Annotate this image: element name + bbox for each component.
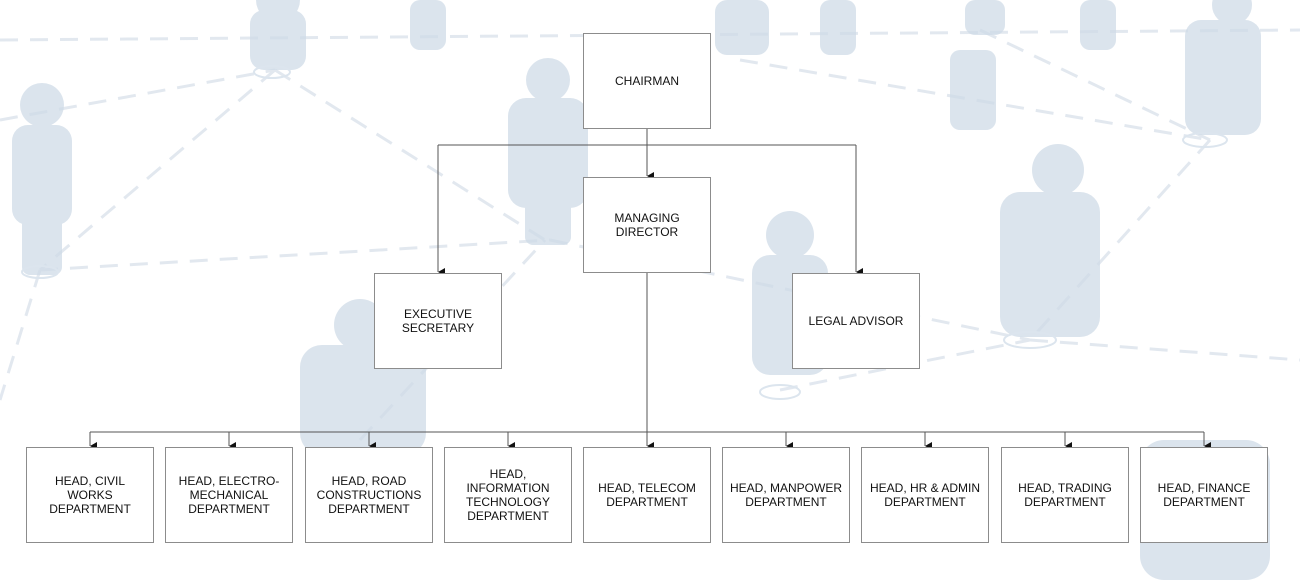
node-chairman-label: CHAIRMAN xyxy=(614,74,679,88)
node-executive-secretary: EXECUTIVE SECRETARY xyxy=(374,273,502,369)
node-executive-secretary-label: EXECUTIVE SECRETARY xyxy=(401,307,475,335)
node-head-road-constructions: HEAD, ROAD CONSTRUCTIONS DEPARTMENT xyxy=(305,447,433,543)
department-label: HEAD, TELECOM DEPARTMENT xyxy=(598,481,696,509)
department-label: HEAD, ROAD CONSTRUCTIONS DEPARTMENT xyxy=(316,474,422,516)
node-managing-director: MANAGING DIRECTOR xyxy=(583,177,711,273)
department-label: HEAD, INFORMATION TECHNOLOGY DEPARTMENT xyxy=(465,467,550,523)
node-head-finance: HEAD, FINANCE DEPARTMENT xyxy=(1140,447,1268,543)
node-head-civil-works: HEAD, CIVIL WORKS DEPARTMENT xyxy=(26,447,154,543)
department-label: HEAD, ELECTRO- MECHANICAL DEPARTMENT xyxy=(178,474,280,516)
node-legal-advisor-label: LEGAL ADVISOR xyxy=(808,314,904,328)
node-head-electro-mechanical: HEAD, ELECTRO- MECHANICAL DEPARTMENT xyxy=(165,447,293,543)
node-legal-advisor: LEGAL ADVISOR xyxy=(792,273,920,369)
department-label: HEAD, FINANCE DEPARTMENT xyxy=(1157,481,1251,509)
node-head-telecom: HEAD, TELECOM DEPARTMENT xyxy=(583,447,711,543)
department-label: HEAD, MANPOWER DEPARTMENT xyxy=(729,481,842,509)
node-head-information-technology: HEAD, INFORMATION TECHNOLOGY DEPARTMENT xyxy=(444,447,572,543)
department-label: HEAD, CIVIL WORKS DEPARTMENT xyxy=(49,474,131,516)
node-head-manpower: HEAD, MANPOWER DEPARTMENT xyxy=(722,447,850,543)
node-chairman: CHAIRMAN xyxy=(583,33,711,129)
node-head-hr-admin: HEAD, HR & ADMIN DEPARTMENT xyxy=(861,447,989,543)
department-label: HEAD, TRADING DEPARTMENT xyxy=(1018,481,1112,509)
node-head-trading: HEAD, TRADING DEPARTMENT xyxy=(1001,447,1129,543)
node-managing-director-label: MANAGING DIRECTOR xyxy=(614,211,680,239)
department-label: HEAD, HR & ADMIN DEPARTMENT xyxy=(869,481,980,509)
